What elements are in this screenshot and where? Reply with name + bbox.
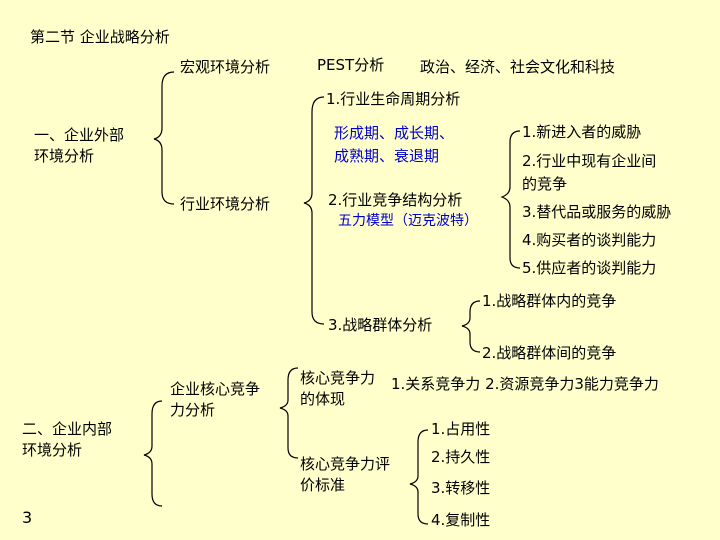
life-cycle-label: 1.行业生命周期分析 [326, 90, 461, 108]
structure-label: 2.行业竞争结构分析 [328, 191, 463, 209]
force-item: 3.替代品或服务的威胁 [522, 203, 672, 221]
criteria-label-line2: 价标准 [300, 476, 346, 494]
external-heading-line2: 环境分析 [34, 147, 95, 165]
criteria-item: 4.复制性 [431, 511, 491, 529]
pest-label: PEST分析 [317, 56, 385, 74]
force-item: 的竞争 [522, 175, 568, 193]
industry-brace [303, 96, 325, 325]
force-item: 4.购买者的谈判能力 [522, 231, 657, 249]
page-number: 3 [22, 508, 33, 527]
external-heading-line1: 一、企业外部 [34, 126, 125, 144]
manifest-label-line2: 的体现 [300, 390, 346, 408]
core-label-line2: 力分析 [170, 401, 216, 419]
macro-label: 宏观环境分析 [180, 58, 271, 76]
pest-items: 政治、经济、社会文化和科技 [420, 58, 616, 76]
criteria-item: 1.占用性 [431, 420, 491, 438]
five-forces-model: 五力模型（迈克波特） [338, 213, 478, 229]
group-item: 2.战略群体间的竞争 [482, 344, 617, 362]
internal-heading-line2: 环境分析 [22, 441, 83, 459]
slide-title: 第二节 企业战略分析 [30, 28, 170, 46]
strategic-groups-label: 3.战略群体分析 [328, 316, 433, 334]
force-item: 5.供应者的谈判能力 [522, 259, 657, 277]
force-item: 1.新进入者的威胁 [522, 123, 642, 141]
criteria-label-line1: 核心竞争力评 [300, 455, 391, 473]
criteria-item: 3.转移性 [431, 479, 491, 497]
internal-heading-line1: 二、企业内部 [22, 420, 113, 438]
industry-label: 行业环境分析 [180, 195, 271, 213]
life-stages-line2: 成熟期、衰退期 [334, 147, 440, 165]
external-brace [153, 71, 175, 205]
forces-brace [500, 130, 521, 269]
core-brace [279, 367, 299, 459]
internal-brace [143, 400, 163, 507]
core-label-line1: 企业核心竞争 [170, 380, 261, 398]
groups-brace [461, 300, 481, 353]
criteria-item: 2.持久性 [431, 448, 491, 466]
life-stages-line1: 形成期、成长期、 [334, 124, 455, 142]
manifest-items: 1.关系竞争力 2.资源竞争力3能力竞争力 [391, 375, 659, 393]
manifest-label-line1: 核心竞争力 [300, 369, 376, 387]
group-item: 1.战略群体内的竞争 [482, 292, 617, 310]
criteria-brace [409, 429, 429, 525]
force-item: 2.行业中现有企业间 [522, 152, 657, 170]
